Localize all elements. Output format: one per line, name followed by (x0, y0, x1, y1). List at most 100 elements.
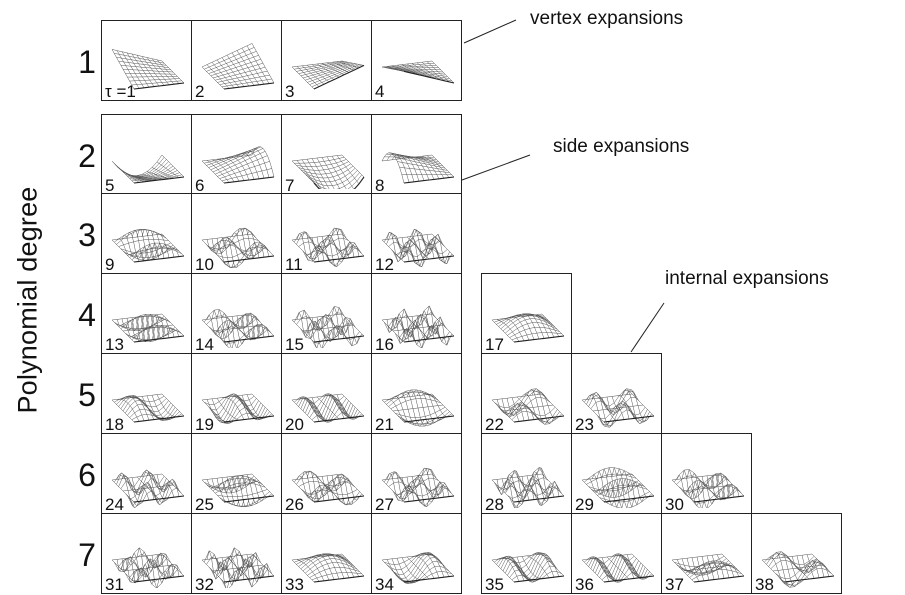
basis-mode-cell: 3 (281, 20, 372, 101)
basis-mode-cell: 15 (281, 273, 372, 354)
basis-mode-cell: 36 (571, 513, 662, 594)
wireframe-edge (133, 82, 185, 90)
basis-surface-icon (111, 228, 185, 263)
wireframe-mesh (491, 313, 565, 343)
mode-number: 27 (375, 495, 394, 514)
basis-surface-icon (671, 468, 745, 508)
wireframe-edge (313, 335, 365, 343)
wireframe-edge (403, 70, 455, 84)
internal-expansions-label: internal expansions (665, 268, 829, 289)
basis-mode-cell: 23 (571, 353, 662, 434)
basis-mode-cell: 38 (751, 513, 842, 594)
wireframe-mesh (381, 228, 455, 268)
wireframe-mesh (761, 551, 835, 588)
mode-number: 35 (485, 575, 504, 594)
mode-number: 6 (195, 176, 205, 195)
mode-number: 8 (375, 176, 385, 195)
mode-number: 20 (285, 415, 304, 434)
wireframe-mesh (201, 308, 275, 348)
wireframe-mesh (201, 43, 275, 90)
basis-mode-cell: 30 (661, 433, 752, 514)
basis-surface-icon (201, 43, 275, 90)
basis-mode-cell: 14 (191, 273, 282, 354)
wireframe-edge (223, 335, 275, 343)
wireframe-mesh (381, 389, 455, 427)
degree-label: 2 (78, 138, 96, 174)
wireframe-edge (133, 176, 185, 184)
mode-number: 22 (485, 415, 504, 434)
mode-number: 11 (285, 255, 303, 274)
wireframe-mesh (381, 60, 455, 84)
vertex-leader-line (463, 19, 517, 44)
wireframe-mesh (291, 60, 365, 90)
wireframe-edge (693, 575, 745, 583)
basis-mode-cell: 10 (191, 193, 282, 274)
basis-surface-icon (201, 473, 275, 508)
mode-number: 25 (195, 495, 214, 514)
degree-label: 6 (78, 457, 96, 493)
basis-surface-icon (491, 552, 565, 583)
wireframe-edge (403, 176, 455, 184)
basis-surface-icon (291, 154, 365, 189)
basis-mode-cell: τ =1 (101, 20, 192, 101)
mode-number: 3 (285, 82, 295, 101)
wireframe-edge (313, 64, 365, 90)
basis-surface-icon (381, 552, 455, 584)
basis-surface-icon (291, 393, 365, 423)
wireframe-edge (223, 82, 275, 90)
wireframe-edge (313, 415, 365, 423)
mode-number: 21 (375, 415, 394, 434)
wireframe-mesh (111, 49, 185, 90)
basis-surface-icon (111, 546, 185, 588)
wireframe-mesh (111, 228, 185, 263)
wireframe-mesh (201, 146, 275, 184)
wireframe-mesh (291, 553, 365, 583)
basis-surface-icon (381, 152, 455, 184)
basis-surface-icon (111, 49, 185, 90)
wireframe-mesh (381, 467, 455, 507)
basis-mode-cell: 21 (371, 353, 462, 434)
wireframe-edge (513, 495, 565, 503)
wireframe-mesh (491, 552, 565, 583)
wireframe-edge (313, 575, 365, 583)
wireframe-edge (513, 335, 565, 343)
basis-mode-cell: 5 (101, 114, 192, 195)
mode-number: 36 (575, 575, 594, 594)
mode-number: 14 (195, 335, 214, 354)
basis-surface-icon (201, 146, 275, 184)
basis-mode-cell: 24 (101, 433, 192, 514)
basis-surface-icon (201, 546, 275, 588)
basis-surface-icon (111, 154, 185, 184)
basis-surface-icon (291, 553, 365, 583)
degree-label: 4 (78, 297, 96, 333)
mode-number: 15 (285, 335, 304, 354)
wireframe-mesh (291, 154, 365, 189)
mode-number: 30 (665, 495, 684, 514)
basis-mode-cell: 37 (661, 513, 752, 594)
basis-mode-cell: 9 (101, 193, 192, 274)
basis-surface-icon (491, 467, 565, 508)
wireframe-mesh (201, 473, 275, 508)
basis-surface-icon (381, 467, 455, 507)
degree-label: 1 (78, 44, 96, 80)
mode-number: 32 (195, 575, 214, 594)
basis-surface-icon (201, 308, 275, 348)
basis-mode-cell: 35 (481, 513, 572, 594)
basis-mode-cell: 34 (371, 513, 462, 594)
wireframe-mesh (201, 546, 275, 588)
wireframe-edge (693, 495, 745, 503)
basis-mode-cell: 31 (101, 513, 192, 594)
wireframe-edge (223, 495, 275, 503)
wireframe-mesh (491, 467, 565, 508)
basis-mode-cell: 18 (101, 353, 192, 434)
basis-surface-icon (291, 305, 365, 348)
wireframe-edge (513, 575, 565, 583)
basis-surface-icon (581, 388, 655, 428)
basis-surface-icon (581, 553, 655, 583)
basis-mode-cell: 22 (481, 353, 572, 434)
wireframe-edge (403, 255, 455, 263)
wireframe-edge (783, 575, 835, 583)
basis-surface-icon (291, 227, 365, 267)
basis-surface-icon (671, 553, 745, 583)
basis-surface-icon (581, 466, 655, 508)
